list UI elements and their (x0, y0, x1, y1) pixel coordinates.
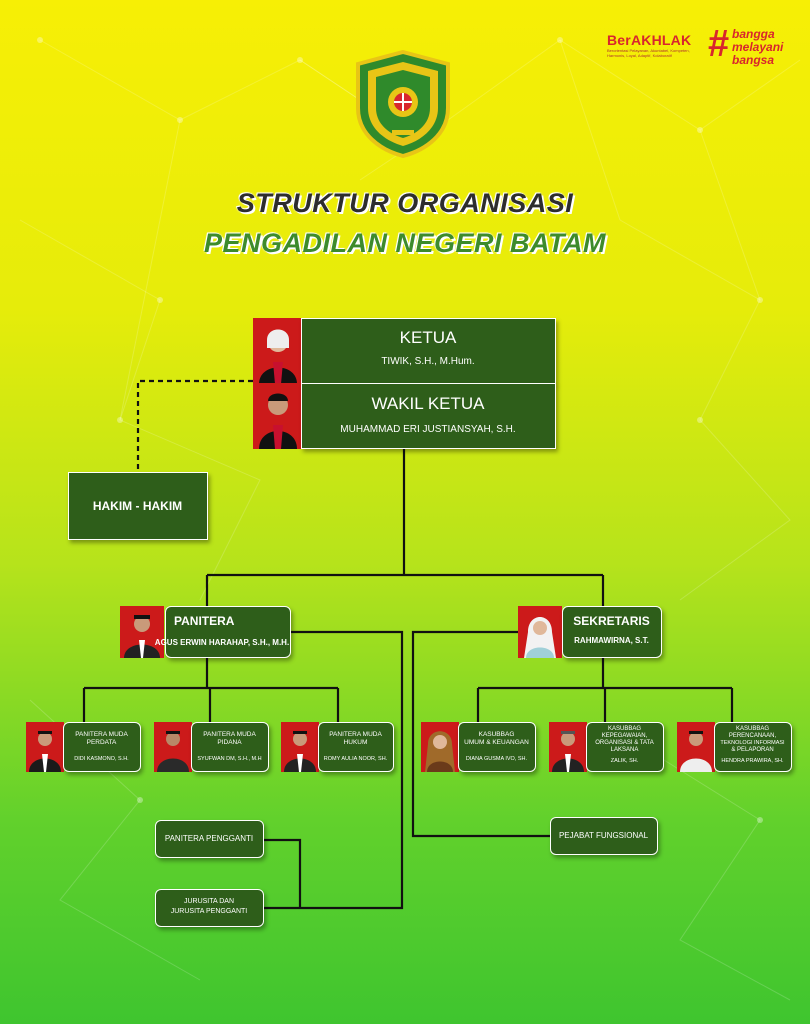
panitera-role: PANITERA (174, 614, 235, 628)
panitera-muda-perdata-photo (26, 722, 64, 772)
hash-icon: # (708, 23, 730, 65)
panitera-box: PANITERA AGUS ERWIN HARAHAP, S.H., M.H. (155, 606, 291, 658)
pejabat-fungsional-label: PEJABAT FUNGSIONAL (558, 831, 649, 840)
connector-fungsional (411, 630, 562, 838)
panitera-muda-hukum-box: PANITERA MUDA HUKUM ROMY AULIA NOOR, SH. (318, 722, 394, 772)
kasubbag-perencanaan-role-2: PERENCANAAN, (728, 733, 777, 739)
connector-panitera-pengganti (262, 630, 404, 910)
kasubbag-kepegawaian-role-2: KEPEGAWAIAN, (601, 733, 648, 739)
panitera-muda-perdata-role-1: PANITERA MUDA (75, 731, 128, 738)
kasubbag-perencanaan-box: KASUBBAG PERENCANAAN, TEKNOLOGI INFORMAS… (714, 722, 792, 772)
wakil-ketua-photo (253, 383, 303, 449)
kasubbag-kepegawaian-role-4: LAKSANA (610, 747, 639, 753)
kasubbag-umum-role-2: UMUM & KEUANGAN (464, 739, 529, 746)
hakim-label: HAKIM - HAKIM (92, 499, 183, 513)
panitera-muda-pidana-role-1: PANITERA MUDA (203, 731, 256, 738)
jurusita-label-2: JURUSITA PENGGANTI (170, 908, 248, 915)
kasubbag-perencanaan-role-4: & PELAPORAN (731, 747, 774, 753)
ketua-box: KETUA TIWIK, S.H., M.Hum. (301, 318, 556, 384)
panitera-muda-hukum-role-1: PANITERA MUDA (329, 731, 382, 738)
ketua-name: TIWIK, S.H., M.Hum. (381, 356, 475, 367)
panitera-muda-pidana-box: PANITERA MUDA PIDANA SYUFWAN DM, S.H., M… (191, 722, 269, 772)
kasubbag-umum-name: DIANA GUSMA IVO, SH. (465, 756, 528, 762)
sekretaris-box: SEKRETARIS RAHMAWIRNA, S.T. (562, 606, 662, 658)
panitera-muda-perdata-name: DIDI KASMONO, S.H. (74, 756, 129, 762)
panitera-muda-pidana-photo (154, 722, 192, 772)
kasubbag-perencanaan-role-1: KASUBBAG (735, 726, 769, 732)
page-title-line2: PENGADILAN NEGERI BATAM (204, 228, 606, 258)
logo-word-2: melayani (732, 40, 784, 54)
jurusita-label-1: JURUSITA DAN (183, 898, 235, 905)
logo-word-3: bangsa (732, 53, 775, 67)
wakil-ketua-box: WAKIL KETUA MUHAMMAD ERI JUSTIANSYAH, S.… (301, 383, 556, 449)
court-emblem (354, 49, 452, 159)
panitera-muda-perdata-box: PANITERA MUDA PERDATA DIDI KASMONO, S.H. (63, 722, 141, 772)
bangga-melayani-bangsa-logo: # bangga melayani bangsa (708, 24, 788, 74)
berakhlak-logo: BerAKHLAK Berorientasi Pelayanan, Akunta… (607, 32, 707, 72)
kasubbag-perencanaan-photo (677, 722, 715, 772)
kasubbag-kepegawaian-photo (549, 722, 587, 772)
berakhlak-title: BerAKHLAK (607, 32, 692, 48)
panitera-pengganti-box: PANITERA PENGGANTI (155, 820, 264, 858)
panitera-photo (120, 606, 164, 658)
sekretaris-name: RAHMAWIRNA, S.T. (574, 636, 649, 645)
panitera-name: AGUS ERWIN HARAHAP, S.H., M.H. (154, 638, 290, 647)
kasubbag-kepegawaian-name: ZALIK, SH. (610, 758, 639, 764)
sekretaris-photo (518, 606, 562, 658)
connector-panitera-subs (82, 658, 340, 722)
pejabat-fungsional-box: PEJABAT FUNGSIONAL (550, 817, 658, 855)
ketua-photo (253, 318, 303, 384)
connector-hakim (136, 379, 253, 472)
kasubbag-perencanaan-role-3: TEKNOLOGI INFORMASI (720, 740, 785, 746)
panitera-muda-hukum-role-2: HUKUM (343, 739, 368, 746)
berakhlak-subtitle: Berorientasi Pelayanan, Akuntabel, Kompe… (607, 48, 690, 58)
panitera-muda-hukum-photo (281, 722, 319, 772)
wakil-ketua-role: WAKIL KETUA (371, 394, 485, 413)
kasubbag-umum-photo (421, 722, 459, 772)
panitera-muda-pidana-role-2: PIDANA (217, 739, 242, 746)
panitera-pengganti-label: PANITERA PENGGANTI (164, 834, 254, 843)
ketua-role: KETUA (399, 328, 457, 347)
logo-word-1: bangga (732, 27, 775, 41)
sekretaris-role: SEKRETARIS (573, 614, 650, 628)
kasubbag-umum-box: KASUBBAG UMUM & KEUANGAN DIANA GUSMA IVO… (458, 722, 536, 772)
panitera-muda-pidana-name: SYUFWAN DM, S.H., M.H (197, 756, 262, 762)
kasubbag-kepegawaian-box: KASUBBAG KEPEGAWAIAN, ORGANISASI & TATA … (586, 722, 664, 772)
kasubbag-perencanaan-name: HENDRA PRAWIRA, SH. (721, 758, 784, 764)
kasubbag-umum-role-1: KASUBBAG (478, 731, 515, 738)
wakil-ketua-name: MUHAMMAD ERI JUSTIANSYAH, S.H. (340, 424, 516, 435)
kasubbag-kepegawaian-role-1: KASUBBAG (607, 726, 641, 732)
connector-sekretaris-subs (476, 658, 734, 722)
kasubbag-kepegawaian-role-3: ORGANISASI & TATA (595, 740, 654, 746)
panitera-muda-hukum-name: ROMY AULIA NOOR, SH. (323, 756, 388, 762)
jurusita-box: JURUSITA DAN JURUSITA PENGGANTI (155, 889, 264, 927)
panitera-muda-perdata-role-2: PERDATA (86, 739, 117, 746)
hakim-box: HAKIM - HAKIM (68, 472, 208, 540)
page-title-line1: STRUKTUR ORGANISASI (236, 188, 574, 218)
